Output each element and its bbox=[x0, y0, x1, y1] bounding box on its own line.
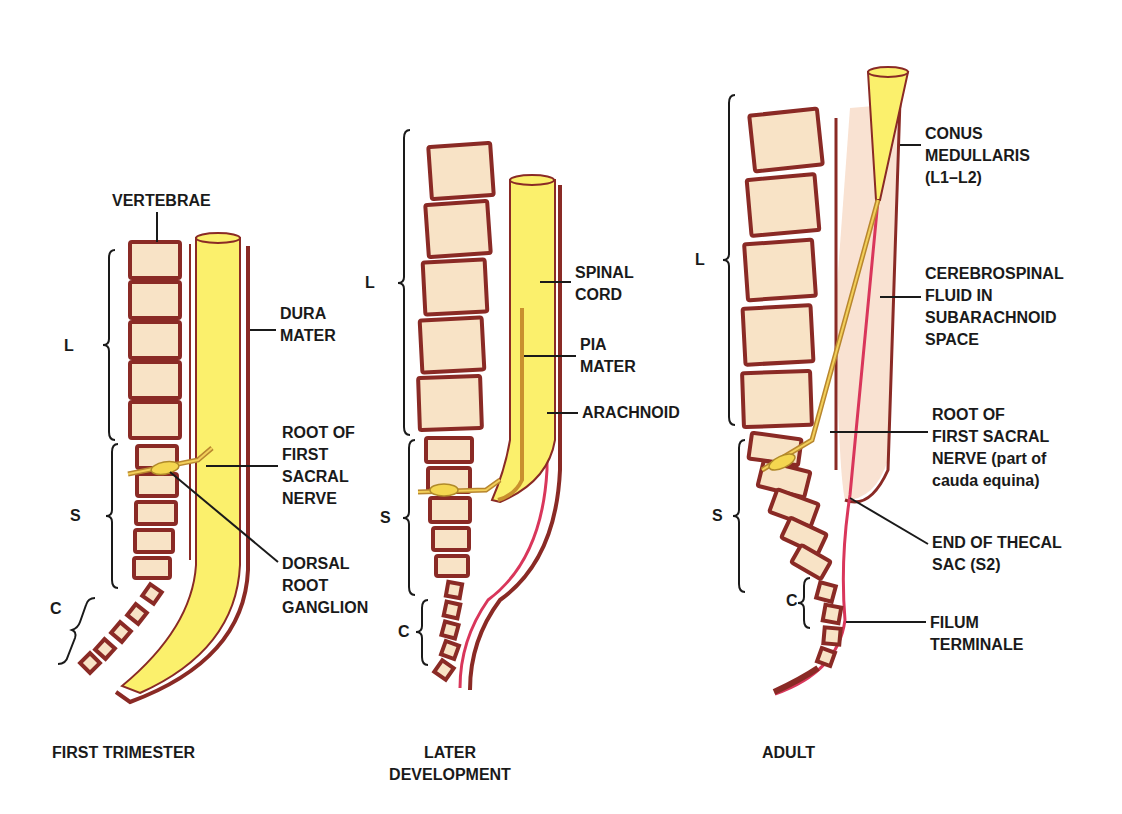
region-letter: L bbox=[695, 249, 705, 271]
part-label: SPINAL CORD bbox=[575, 262, 655, 306]
part-label: CEREBROSPINAL FLUID IN SUBARACHNOID SPAC… bbox=[925, 263, 1090, 351]
part-label: ARACHNOID bbox=[582, 402, 680, 424]
stage-caption: ADULT bbox=[762, 742, 815, 764]
part-label: FILUM TERMINALE bbox=[930, 612, 1040, 656]
part-label: CONUS MEDULLARIS (L1–L2) bbox=[925, 123, 1050, 189]
adult-spine bbox=[742, 67, 908, 694]
part-label: PIA MATER bbox=[580, 334, 650, 378]
stage-caption: LATER DEVELOPMENT bbox=[385, 742, 515, 786]
region-letter: L bbox=[365, 272, 375, 294]
part-label: ROOT OF FIRST SACRAL NERVE bbox=[282, 422, 362, 510]
region-letter: S bbox=[380, 507, 391, 529]
part-label: VERTEBRAE bbox=[112, 190, 211, 212]
region-letter: C bbox=[398, 621, 410, 643]
part-label: DURA MATER bbox=[280, 303, 360, 347]
region-letter: S bbox=[70, 505, 81, 527]
part-label: END OF THECAL SAC (S2) bbox=[932, 532, 1072, 576]
part-label: DORSAL ROOT GANGLION bbox=[282, 553, 382, 619]
region-letter: C bbox=[50, 598, 62, 620]
later-development-spine bbox=[418, 143, 560, 690]
region-letter: L bbox=[64, 335, 74, 357]
first-trimester-spine bbox=[80, 233, 248, 702]
stage-caption: FIRST TRIMESTER bbox=[52, 742, 195, 764]
leader-lines bbox=[157, 145, 928, 622]
region-braces bbox=[58, 95, 810, 665]
region-letter: S bbox=[712, 505, 723, 527]
region-letter: C bbox=[786, 590, 798, 612]
part-label: ROOT OF FIRST SACRAL NERVE (part of caud… bbox=[932, 404, 1055, 492]
